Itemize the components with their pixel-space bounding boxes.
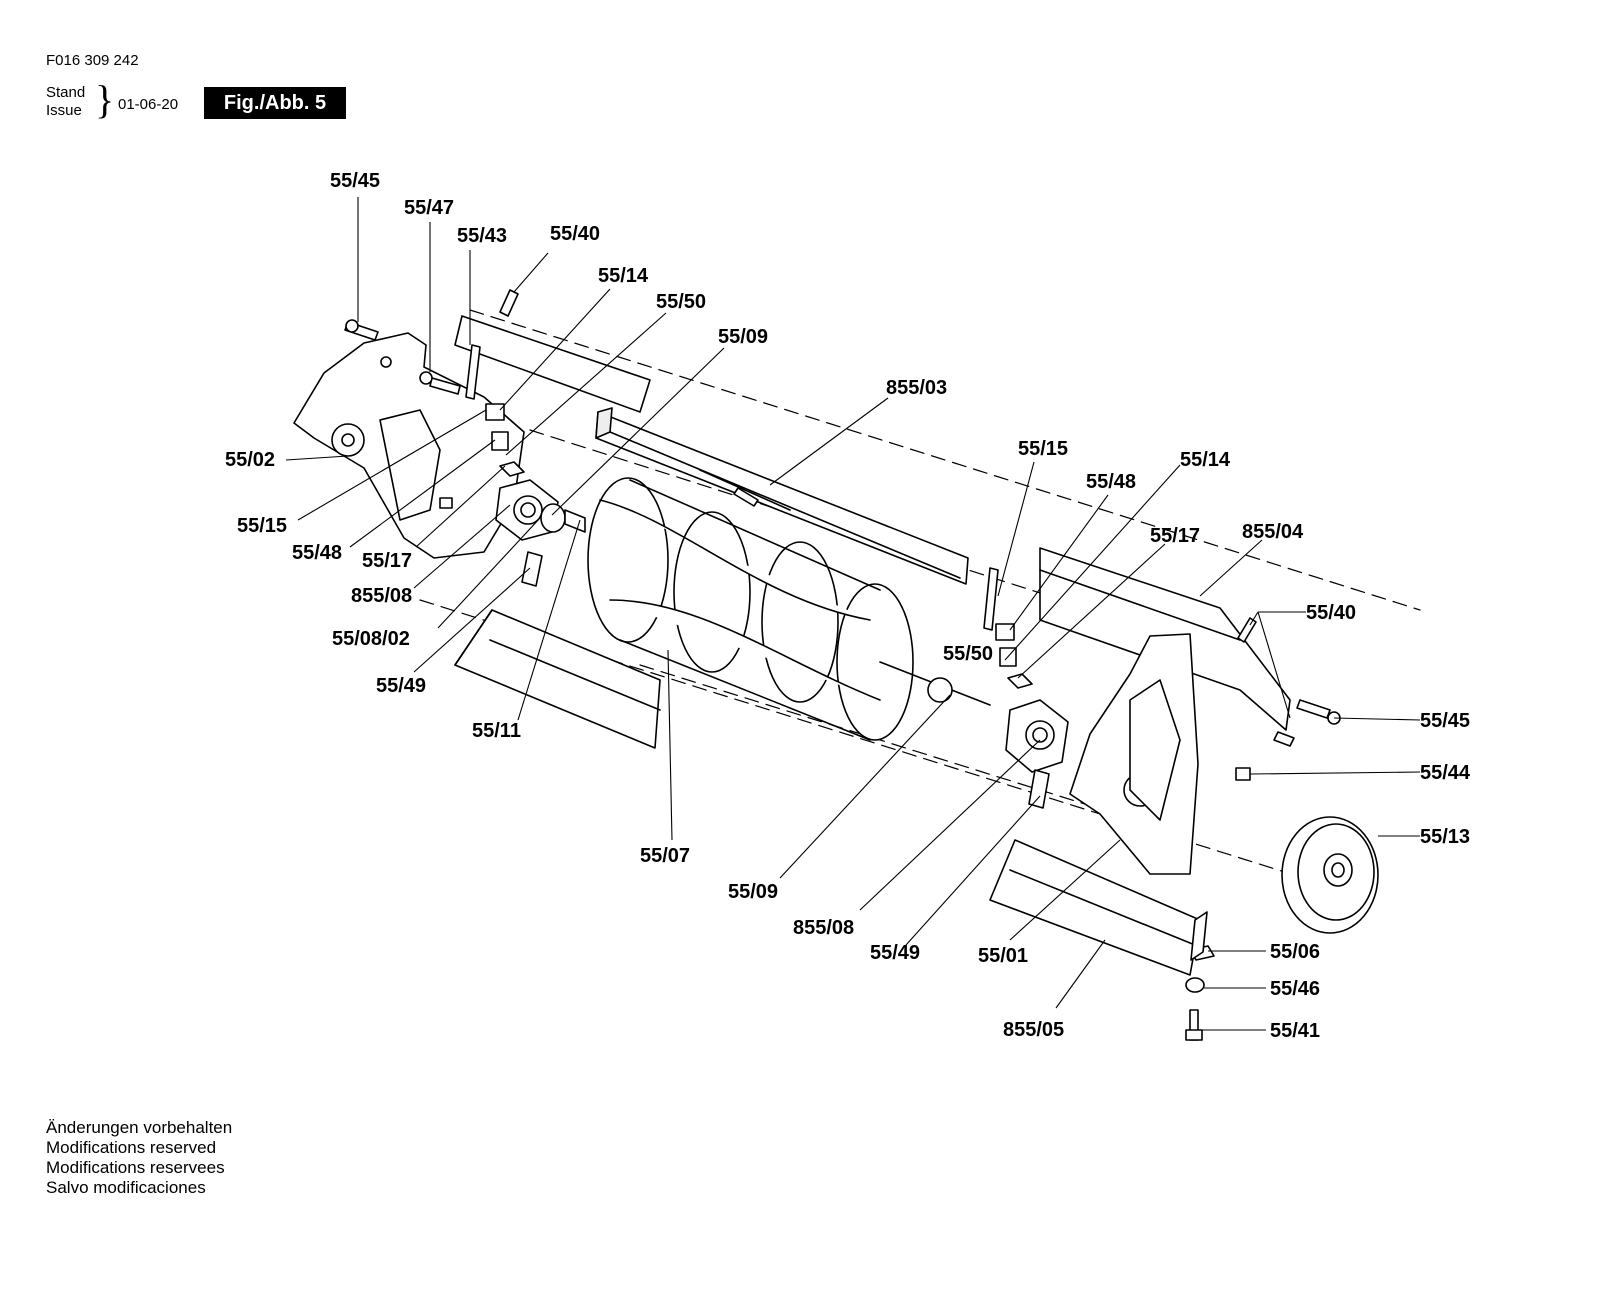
footer-line-fr: Modifications reservees	[46, 1158, 225, 1177]
bottom-blade-left	[454, 609, 661, 749]
side-plate-55-01	[1069, 633, 1199, 875]
part-label: 855/08	[793, 917, 854, 939]
footer-line-de: Änderungen vorbehalten	[46, 1118, 233, 1137]
part-label: 55/50	[656, 291, 706, 313]
part-label: 55/49	[376, 675, 426, 697]
part-label: 55/01	[978, 945, 1028, 967]
right-bearing-block	[983, 567, 1069, 809]
wheel-55-13	[1281, 816, 1379, 934]
part-label: 55/09	[728, 881, 778, 903]
part-label: 55/14	[598, 265, 649, 287]
part-label: 55/44	[1420, 762, 1471, 784]
part-label: 855/08	[351, 585, 412, 607]
rear-bar-855-03	[454, 315, 969, 585]
side-plate-55-02	[293, 332, 525, 559]
part-label: 55/50	[943, 643, 993, 665]
brace-icon: }	[95, 77, 115, 122]
issue-date: 01-06-20	[118, 96, 179, 113]
part-label: 55/09	[718, 326, 768, 348]
document-id: F016 309 242	[46, 52, 139, 69]
part-label: 55/49	[870, 942, 920, 964]
part-label: 55/48	[292, 542, 342, 564]
footer-line-es: Salvo modificaciones	[46, 1178, 206, 1197]
part-label: 55/13	[1420, 826, 1470, 848]
stand-issue-labels: Stand Issue	[46, 84, 85, 120]
part-label: 55/40	[1306, 602, 1356, 624]
part-label: 55/41	[1270, 1020, 1320, 1042]
part-label: 55/48	[1086, 471, 1136, 493]
part-label: 855/03	[886, 377, 947, 399]
part-label: 55/06	[1270, 941, 1320, 963]
part-labels: 55/45 55/47 55/43 55/40 55/14 55/50 55/0…	[225, 170, 1471, 1042]
bottom-blade-855-05	[989, 839, 1208, 976]
figure-label: Fig./Abb. 5	[204, 87, 346, 119]
part-label: 55/46	[1270, 978, 1320, 1000]
left-fasteners	[344, 289, 525, 477]
part-label: 55/02	[225, 449, 275, 471]
footer-line-en: Modifications reserved	[46, 1138, 217, 1157]
part-label: 55/17	[362, 550, 412, 572]
part-label: 55/14	[1180, 449, 1231, 471]
cutting-reel-55-07	[587, 477, 991, 741]
part-label: 55/15	[237, 515, 287, 537]
part-label: 55/45	[330, 170, 380, 192]
part-label: 55/43	[457, 225, 507, 247]
part-label: 55/11	[472, 720, 521, 742]
part-label: 55/07	[640, 845, 690, 867]
part-label: 55/15	[1018, 438, 1068, 460]
part-label: 55/17	[1150, 525, 1200, 547]
part-label: 855/04	[1242, 521, 1304, 543]
leader-lines	[285, 197, 1421, 1031]
modifications-notice: Änderungen vorbehalten Modifications res…	[46, 1118, 232, 1198]
stand-label: Stand	[46, 84, 86, 101]
part-label: 55/40	[550, 223, 600, 245]
part-label: 55/08/02	[332, 628, 410, 650]
issue-label: Issue	[46, 102, 82, 119]
part-label: 55/47	[404, 197, 454, 219]
part-label: 55/45	[1420, 710, 1470, 732]
left-bearing-block	[495, 479, 586, 587]
part-label: 855/05	[1003, 1019, 1064, 1041]
